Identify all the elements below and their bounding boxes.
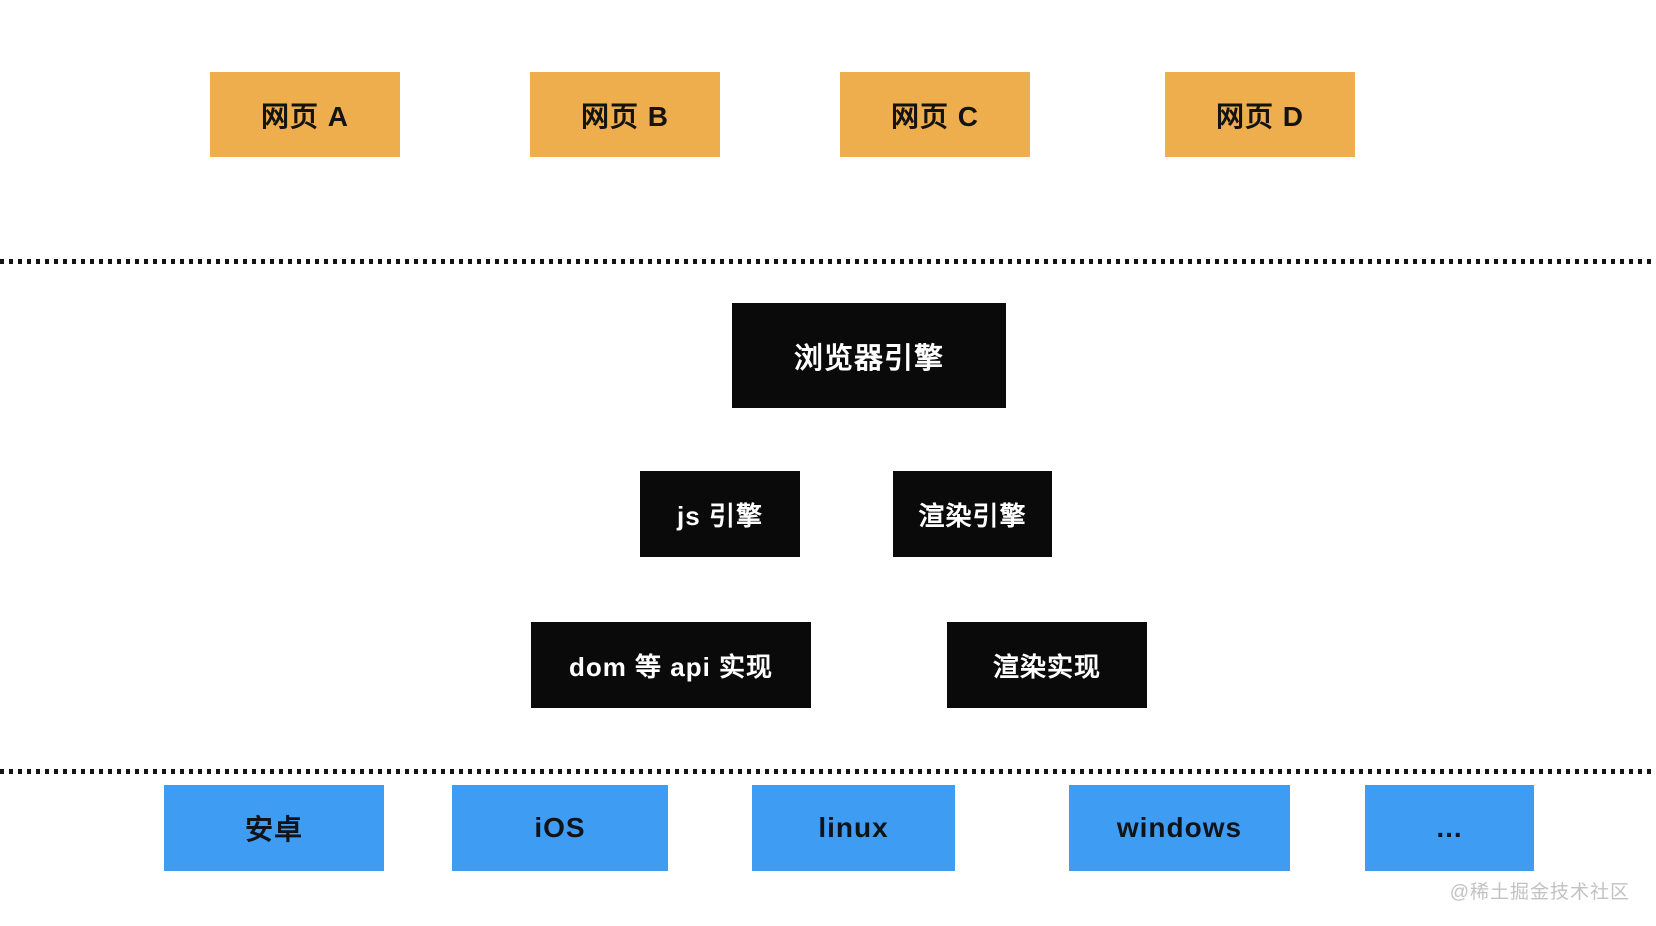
node-js-engine-label: js 引擎 — [677, 500, 763, 531]
node-webpage-d-label: 网页 D — [1215, 100, 1304, 132]
node-platform-android: 安卓 — [164, 785, 384, 871]
node-webpage-c: 网页 C — [840, 72, 1030, 157]
node-platform-ios: iOS — [452, 785, 668, 871]
node-browser-engine-label: 浏览器引擎 — [793, 342, 944, 375]
separator-dotted-top — [0, 259, 1656, 264]
node-webpage-b-label: 网页 B — [580, 100, 669, 132]
node-browser-engine: 浏览器引擎 — [732, 303, 1006, 408]
node-dom-api-impl-label: dom 等 api 实现 — [568, 651, 774, 682]
node-webpage-a: 网页 A — [210, 72, 400, 157]
node-platform-ellipsis-label: ... — [1436, 812, 1463, 843]
node-platform-windows: windows — [1069, 785, 1290, 871]
node-render-engine-label: 渲染引擎 — [918, 500, 1027, 531]
node-dom-api-impl: dom 等 api 实现 — [531, 622, 811, 708]
node-render-engine: 渲染引擎 — [893, 471, 1052, 557]
node-platform-linux: linux — [752, 785, 955, 871]
node-js-engine: js 引擎 — [640, 471, 800, 557]
node-platform-ios-label: iOS — [534, 812, 586, 843]
node-webpage-c-label: 网页 C — [890, 100, 979, 132]
node-webpage-d: 网页 D — [1165, 72, 1355, 157]
node-webpage-a-label: 网页 A — [260, 100, 349, 132]
node-render-impl: 渲染实现 — [947, 622, 1147, 708]
node-platform-ellipsis: ... — [1365, 785, 1534, 871]
node-platform-android-label: 安卓 — [244, 814, 303, 845]
node-webpage-b: 网页 B — [530, 72, 720, 157]
separator-dotted-bottom — [0, 769, 1656, 774]
node-render-impl-label: 渲染实现 — [992, 651, 1101, 682]
watermark: @稀土掘金技术社区 — [1449, 882, 1630, 903]
node-platform-linux-label: linux — [818, 812, 889, 843]
node-platform-windows-label: windows — [1116, 812, 1243, 843]
